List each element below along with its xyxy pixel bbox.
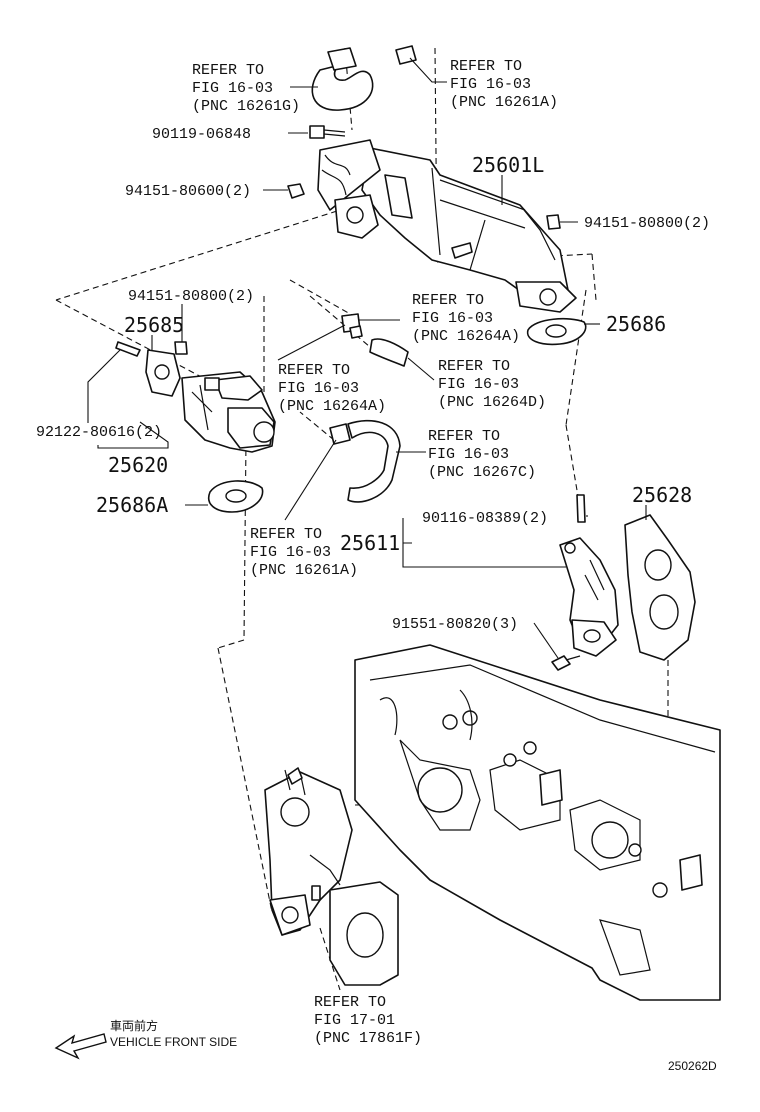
egr-pipe-17861F	[264, 767, 399, 986]
refer-line-3: (PNC 16264A)	[412, 328, 520, 345]
leader-lines	[87, 57, 647, 659]
egr-valve-25620	[181, 371, 276, 453]
pn-25686A: 25686A	[96, 493, 168, 517]
gasket-25686A	[208, 480, 264, 513]
front-side-label: VEHICLE FRONT SIDE	[110, 1035, 237, 1049]
refer-label-16261A-bottom: REFER TO FIG 16-03 (PNC 16261A)	[250, 526, 358, 579]
vehicle-front-indicator: 車両前方 VEHICLE FRONT SIDE	[54, 1018, 237, 1060]
pn-25611: 25611	[340, 531, 400, 555]
refer-label-16264A-left: REFER TO FIG 16-03 (PNC 16264A)	[278, 362, 386, 415]
pn-25685: 25685	[124, 313, 184, 337]
refer-line-1: REFER TO	[314, 994, 386, 1011]
refer-line-1: REFER TO	[450, 58, 522, 75]
pn-25620: 25620	[108, 453, 168, 477]
refer-line-3: (PNC 16261G)	[192, 98, 300, 115]
pn-90116-08389: 90116-08389(2)	[422, 510, 548, 527]
diagram-code: 250262D	[668, 1059, 717, 1073]
refer-line-3: (PNC 17861F)	[314, 1030, 422, 1047]
pn-25686: 25686	[606, 312, 666, 336]
refer-line-2: FIG 16-03	[438, 376, 519, 393]
refer-line-1: REFER TO	[192, 62, 264, 79]
refer-line-3: (PNC 16264A)	[278, 398, 386, 415]
nut-94151-80800-right	[546, 214, 561, 230]
refer-line-2: FIG 17-01	[314, 1012, 395, 1029]
bolt-90119-06848	[309, 125, 346, 139]
refer-line-3: (PNC 16267C)	[428, 464, 536, 481]
refer-line-3: (PNC 16261A)	[450, 94, 558, 111]
pn-94151-80800-left: 94151-80800(2)	[128, 288, 254, 305]
part-number-labels: 90119-06848 94151-80600(2) 25601L 94151-…	[36, 126, 710, 633]
front-side-jp-label: 車両前方	[110, 1018, 158, 1033]
pn-94151-80600: 94151-80600(2)	[125, 183, 251, 200]
egr-cooler-25601L	[317, 139, 577, 313]
refer-line-1: REFER TO	[278, 362, 350, 379]
bolt-91551-80820	[551, 655, 581, 671]
pn-25628: 25628	[632, 483, 692, 507]
refer-label-16261A-top: REFER TO FIG 16-03 (PNC 16261A)	[450, 58, 558, 111]
pn-91551-80820: 91551-80820(3)	[392, 616, 518, 633]
hose-16261G	[311, 47, 374, 111]
hose-16264D	[341, 313, 409, 367]
bracket-25611	[559, 537, 619, 657]
gasket-25686	[526, 317, 587, 346]
bolt-90116-08389	[576, 494, 586, 523]
pn-92122-80616: 92122-80616(2)	[36, 424, 162, 441]
refer-line-1: REFER TO	[250, 526, 322, 543]
refer-label-17861F: REFER TO FIG 17-01 (PNC 17861F)	[314, 994, 422, 1047]
refer-line-3: (PNC 16261A)	[250, 562, 358, 579]
stud-92122	[115, 341, 141, 357]
refer-line-2: FIG 16-03	[450, 76, 531, 93]
refer-line-1: REFER TO	[412, 292, 484, 309]
refer-line-2: FIG 16-03	[428, 446, 509, 463]
pn-94151-80800-right: 94151-80800(2)	[584, 215, 710, 232]
refer-line-2: FIG 16-03	[250, 544, 331, 561]
gasket-25685	[145, 349, 181, 397]
hose-16267C	[329, 419, 401, 503]
refer-line-2: FIG 16-03	[278, 380, 359, 397]
gasket-plate-25628	[624, 514, 696, 661]
refer-line-2: FIG 16-03	[192, 80, 273, 97]
refer-label-16264D: REFER TO FIG 16-03 (PNC 16264D)	[438, 358, 546, 411]
refer-line-1: REFER TO	[428, 428, 500, 445]
engine-cylinder-head	[354, 644, 721, 1001]
refer-line-3: (PNC 16264D)	[438, 394, 546, 411]
nut-94151-80800-left	[174, 341, 188, 355]
refer-label-16267C: REFER TO FIG 16-03 (PNC 16267C)	[428, 428, 536, 481]
refer-label-16261G: REFER TO FIG 16-03 (PNC 16261G)	[192, 62, 300, 115]
refer-label-16264A-right: REFER TO FIG 16-03 (PNC 16264A)	[412, 292, 520, 345]
pn-90119-06848: 90119-06848	[152, 126, 251, 143]
pn-25601L: 25601L	[472, 153, 544, 177]
refer-line-1: REFER TO	[438, 358, 510, 375]
front-arrow-icon	[54, 1033, 107, 1060]
refer-line-2: FIG 16-03	[412, 310, 493, 327]
nut-94151-80600	[287, 183, 305, 199]
